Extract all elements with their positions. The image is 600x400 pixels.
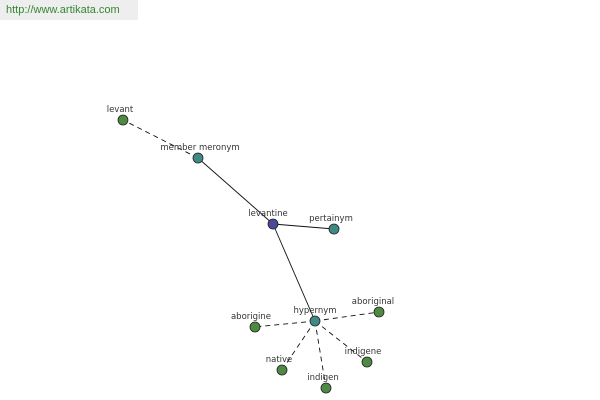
node-label-native: native — [266, 355, 293, 365]
node-label-pertainym: pertainym — [309, 214, 353, 224]
edge-levantine-pertainym — [272, 223, 335, 230]
node-pertainym[interactable]: pertainym — [309, 214, 353, 235]
node-circle-hypernym[interactable] — [309, 315, 321, 327]
node-label-indigen: indigen — [307, 373, 339, 383]
node-circle-aboriginal[interactable] — [373, 306, 385, 318]
edge-hypernym-indigen — [314, 320, 327, 389]
node-circle-member-meronym[interactable] — [192, 152, 204, 164]
node-circle-indigen[interactable] — [320, 382, 332, 394]
node-indigen[interactable]: indigen — [307, 373, 339, 394]
node-circle-pertainym[interactable] — [328, 223, 340, 235]
node-label-aboriginal: aboriginal — [352, 297, 394, 307]
edge-hypernym-aborigine — [254, 320, 316, 328]
node-circle-levant[interactable] — [117, 114, 129, 126]
node-label-member-meronym: member meronym — [160, 143, 239, 153]
edge-hypernym-aboriginal — [314, 311, 380, 322]
edge-hypernym-native — [281, 320, 316, 371]
node-circle-aborigine[interactable] — [249, 321, 261, 333]
node-circle-levantine[interactable] — [267, 218, 279, 230]
node-aboriginal[interactable]: aboriginal — [352, 297, 394, 318]
node-circle-indigene[interactable] — [361, 356, 373, 368]
node-indigene[interactable]: indigene — [345, 347, 382, 368]
graph-nodes: levantine levant member meronym pertainym hy… — [107, 105, 394, 394]
node-levant[interactable]: levant — [107, 105, 134, 126]
edge-levantine-hypernym — [272, 223, 316, 322]
node-label-indigene: indigene — [345, 347, 382, 357]
node-label-levantine: levantine — [248, 209, 288, 219]
node-label-hypernym: hypernym — [293, 306, 336, 316]
node-circle-native[interactable] — [276, 364, 288, 376]
node-label-aborigine: aborigine — [231, 312, 271, 322]
node-member-meronym[interactable]: member meronym — [160, 143, 240, 164]
node-levantine[interactable]: levantine — [248, 209, 288, 230]
node-native[interactable]: native — [266, 355, 293, 376]
graph-edges — [122, 119, 380, 389]
edge-hypernym-indigene — [314, 320, 368, 363]
node-hypernym[interactable]: hypernym — [293, 306, 337, 327]
node-aborigine[interactable]: aborigine — [231, 312, 271, 333]
node-label-levant: levant — [107, 105, 134, 115]
edge-levantine-member-meronym — [197, 157, 274, 225]
site-url-link[interactable]: http://www.artikata.com — [0, 0, 138, 20]
